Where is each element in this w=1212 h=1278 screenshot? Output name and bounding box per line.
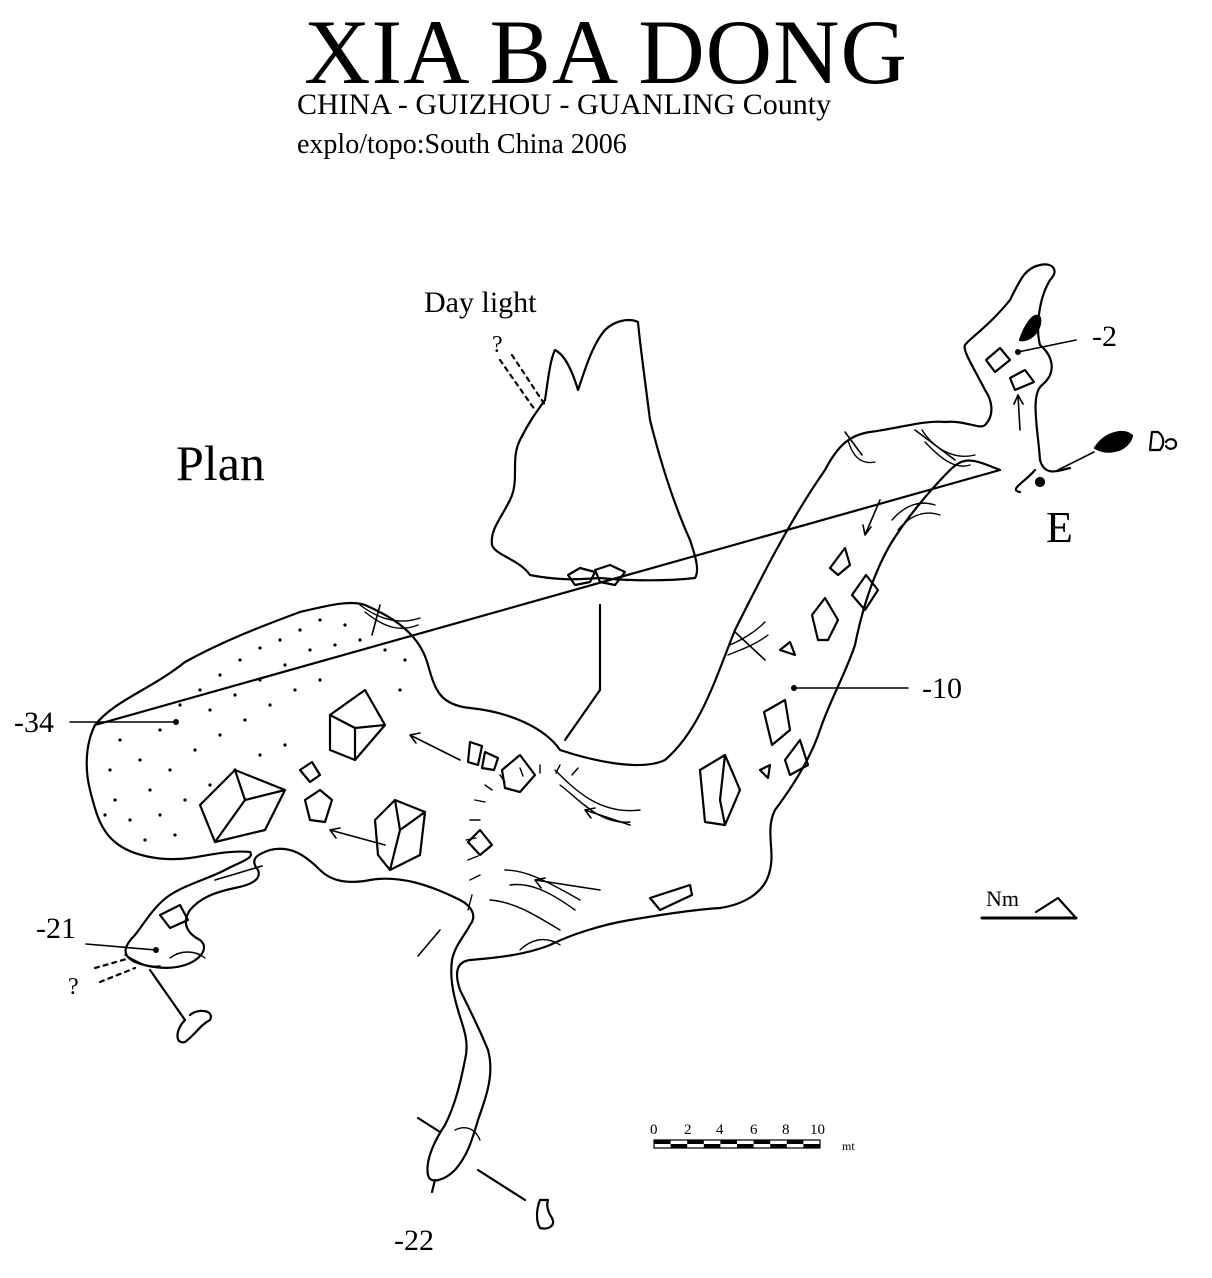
- slope-fans: [124, 429, 976, 1141]
- lower-passage-section: [535, 1198, 555, 1230]
- depth-label-minus-10: -10: [922, 672, 962, 705]
- scale-tick-2: 2: [684, 1122, 692, 1138]
- entrance-label: E: [1046, 503, 1073, 552]
- scale-tick-8: 8: [782, 1122, 790, 1138]
- lead-question-mark: ?: [68, 974, 79, 1000]
- scale-tick-6: 6: [750, 1122, 758, 1138]
- cross-section-outline: [490, 319, 699, 582]
- lower-passage-outline: [416, 1116, 527, 1202]
- scale-bar: [653, 1139, 821, 1149]
- side-passage-outline: [148, 968, 212, 1044]
- depth-label-minus-2: -2: [1092, 320, 1117, 353]
- daylight-dashes: [498, 353, 547, 412]
- water-patches: [1018, 314, 1134, 488]
- scale-unit: mt: [842, 1139, 855, 1153]
- cave-outline-main: [85, 263, 1072, 1182]
- sand-floor-dots: [103, 618, 407, 842]
- flow-arrows: [214, 394, 1024, 891]
- map-credits: explo/topo:South China 2006: [297, 129, 627, 160]
- map-title: XIA BA DONG: [304, 1, 908, 103]
- boulders: [158, 346, 1036, 930]
- depth-label-minus-21: -21: [36, 912, 76, 945]
- cross-section-boulders: [566, 563, 627, 587]
- plan-label: Plan: [176, 435, 265, 491]
- entrance-section: [1148, 430, 1178, 452]
- depth-label-minus-22: -22: [394, 1224, 434, 1257]
- map-location: CHINA - GUIZHOU - GUANLING County: [297, 88, 832, 121]
- cross-section-leader-2: [563, 688, 602, 742]
- scale-tick-4: 4: [716, 1122, 724, 1138]
- depth-leaders: [69, 339, 1095, 957]
- hatched-edge: [465, 764, 579, 911]
- scale-tick-10: 10: [810, 1122, 825, 1138]
- depth-label-minus-34: -34: [14, 706, 54, 739]
- scale-tick-0: 0: [650, 1122, 658, 1138]
- daylight-question-mark: ?: [492, 332, 503, 358]
- daylight-label: Day light: [424, 286, 537, 319]
- unknown-lead-dashes: [93, 956, 137, 984]
- north-arrow-label: Nm: [986, 886, 1019, 911]
- depth-points: [153, 349, 1021, 953]
- north-arrow: [980, 896, 1078, 920]
